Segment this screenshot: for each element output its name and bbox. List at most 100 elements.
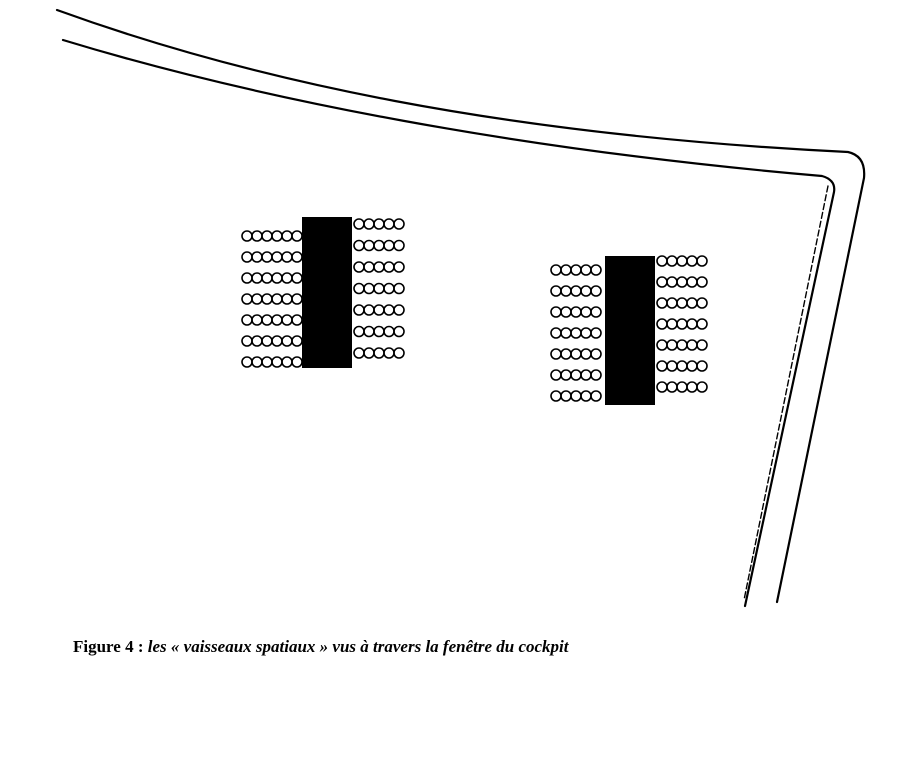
porthole-loop bbox=[560, 264, 572, 276]
porthole-loop bbox=[590, 306, 602, 318]
porthole-loop bbox=[686, 318, 698, 330]
porthole-loop bbox=[580, 369, 592, 381]
porthole-loop bbox=[580, 348, 592, 360]
porthole-loop bbox=[560, 327, 572, 339]
porthole-loop bbox=[393, 347, 405, 359]
porthole-loop bbox=[353, 325, 365, 338]
porthole-loop bbox=[383, 325, 395, 338]
porthole-loop bbox=[550, 285, 562, 297]
porthole-loop bbox=[281, 293, 293, 305]
porthole-loop bbox=[393, 282, 405, 295]
ship-hull bbox=[605, 256, 655, 405]
porthole-loop bbox=[241, 293, 253, 305]
porthole-loop bbox=[251, 335, 263, 347]
window-frame-outer bbox=[55, 8, 866, 604]
spaceship-right bbox=[550, 255, 708, 405]
window-frame-inner bbox=[61, 38, 836, 608]
porthole-loop bbox=[676, 381, 688, 393]
porthole-loop bbox=[373, 347, 385, 359]
porthole-loop bbox=[570, 327, 582, 339]
porthole-loop bbox=[676, 297, 688, 309]
porthole-loop bbox=[383, 347, 395, 359]
porthole-loop bbox=[373, 304, 385, 316]
porthole-loop bbox=[261, 272, 273, 284]
porthole-loop bbox=[261, 251, 273, 263]
porthole-loop bbox=[580, 285, 592, 297]
porthole-loop bbox=[656, 360, 668, 372]
porthole-loop bbox=[656, 255, 668, 267]
porthole-loop bbox=[580, 264, 592, 276]
porthole-loop bbox=[550, 327, 562, 339]
porthole-loop bbox=[696, 255, 708, 267]
porthole-loop bbox=[291, 251, 303, 263]
porthole-loop bbox=[666, 255, 678, 267]
porthole-loop bbox=[373, 218, 385, 230]
porthole-loop bbox=[550, 306, 562, 318]
porthole-loop bbox=[241, 230, 253, 242]
porthole-loop bbox=[686, 276, 698, 288]
cockpit-window-drawing bbox=[55, 8, 866, 608]
porthole-loop bbox=[666, 276, 678, 288]
porthole-loop bbox=[686, 381, 698, 393]
porthole-loop bbox=[383, 218, 395, 230]
porthole-loop bbox=[251, 230, 263, 242]
porthole-loop bbox=[676, 360, 688, 372]
porthole-loop bbox=[363, 239, 375, 252]
porthole-loop bbox=[363, 304, 375, 316]
porthole-loop bbox=[696, 381, 708, 393]
porthole-loop bbox=[590, 327, 602, 339]
porthole-loop bbox=[696, 318, 708, 330]
porthole-loop bbox=[281, 251, 293, 263]
porthole-loop bbox=[590, 369, 602, 381]
porthole-loop bbox=[271, 293, 283, 305]
porthole-loop bbox=[363, 261, 375, 273]
porthole-loop bbox=[393, 304, 405, 316]
porthole-loop bbox=[271, 314, 283, 326]
porthole-loop bbox=[686, 360, 698, 372]
porthole-loop bbox=[373, 325, 385, 338]
porthole-loop bbox=[261, 230, 273, 242]
porthole-loop bbox=[550, 369, 562, 381]
porthole-loop bbox=[241, 272, 253, 284]
porthole-loop bbox=[676, 255, 688, 267]
porthole-loop bbox=[656, 297, 668, 309]
porthole-loop bbox=[353, 282, 365, 295]
porthole-loop bbox=[291, 356, 303, 368]
porthole-loop bbox=[353, 218, 365, 230]
porthole-loop bbox=[383, 304, 395, 316]
porthole-loop bbox=[656, 339, 668, 351]
figure-caption: Figure 4 : les « vaisseaux spatiaux » vu… bbox=[73, 637, 569, 657]
porthole-loop bbox=[393, 218, 405, 230]
porthole-loop bbox=[550, 264, 562, 276]
porthole-loop bbox=[590, 390, 602, 402]
porthole-loop bbox=[363, 218, 375, 230]
figure-label: Figure 4 : bbox=[73, 637, 144, 656]
porthole-loop bbox=[291, 335, 303, 347]
porthole-loop bbox=[251, 251, 263, 263]
porthole-loop bbox=[241, 251, 253, 263]
porthole-loop bbox=[363, 325, 375, 338]
porthole-loop bbox=[353, 347, 365, 359]
porthole-loop bbox=[656, 318, 668, 330]
porthole-loop bbox=[580, 390, 592, 402]
porthole-loop bbox=[590, 285, 602, 297]
porthole-loop bbox=[271, 356, 283, 368]
porthole-loop bbox=[261, 356, 273, 368]
porthole-loop bbox=[373, 261, 385, 273]
porthole-loop bbox=[696, 339, 708, 351]
porthole-loop bbox=[570, 306, 582, 318]
spaceship-left bbox=[241, 217, 405, 368]
porthole-loop bbox=[590, 264, 602, 276]
porthole-loop bbox=[383, 239, 395, 252]
porthole-loop bbox=[271, 251, 283, 263]
porthole-loop bbox=[261, 335, 273, 347]
porthole-loop bbox=[580, 306, 592, 318]
porthole-loop bbox=[271, 230, 283, 242]
porthole-loop bbox=[686, 297, 698, 309]
porthole-loop bbox=[560, 390, 572, 402]
porthole-loop bbox=[393, 261, 405, 273]
porthole-loop bbox=[686, 339, 698, 351]
porthole-loop bbox=[666, 360, 678, 372]
window-frame-edge bbox=[743, 185, 829, 601]
porthole-loop bbox=[560, 306, 572, 318]
